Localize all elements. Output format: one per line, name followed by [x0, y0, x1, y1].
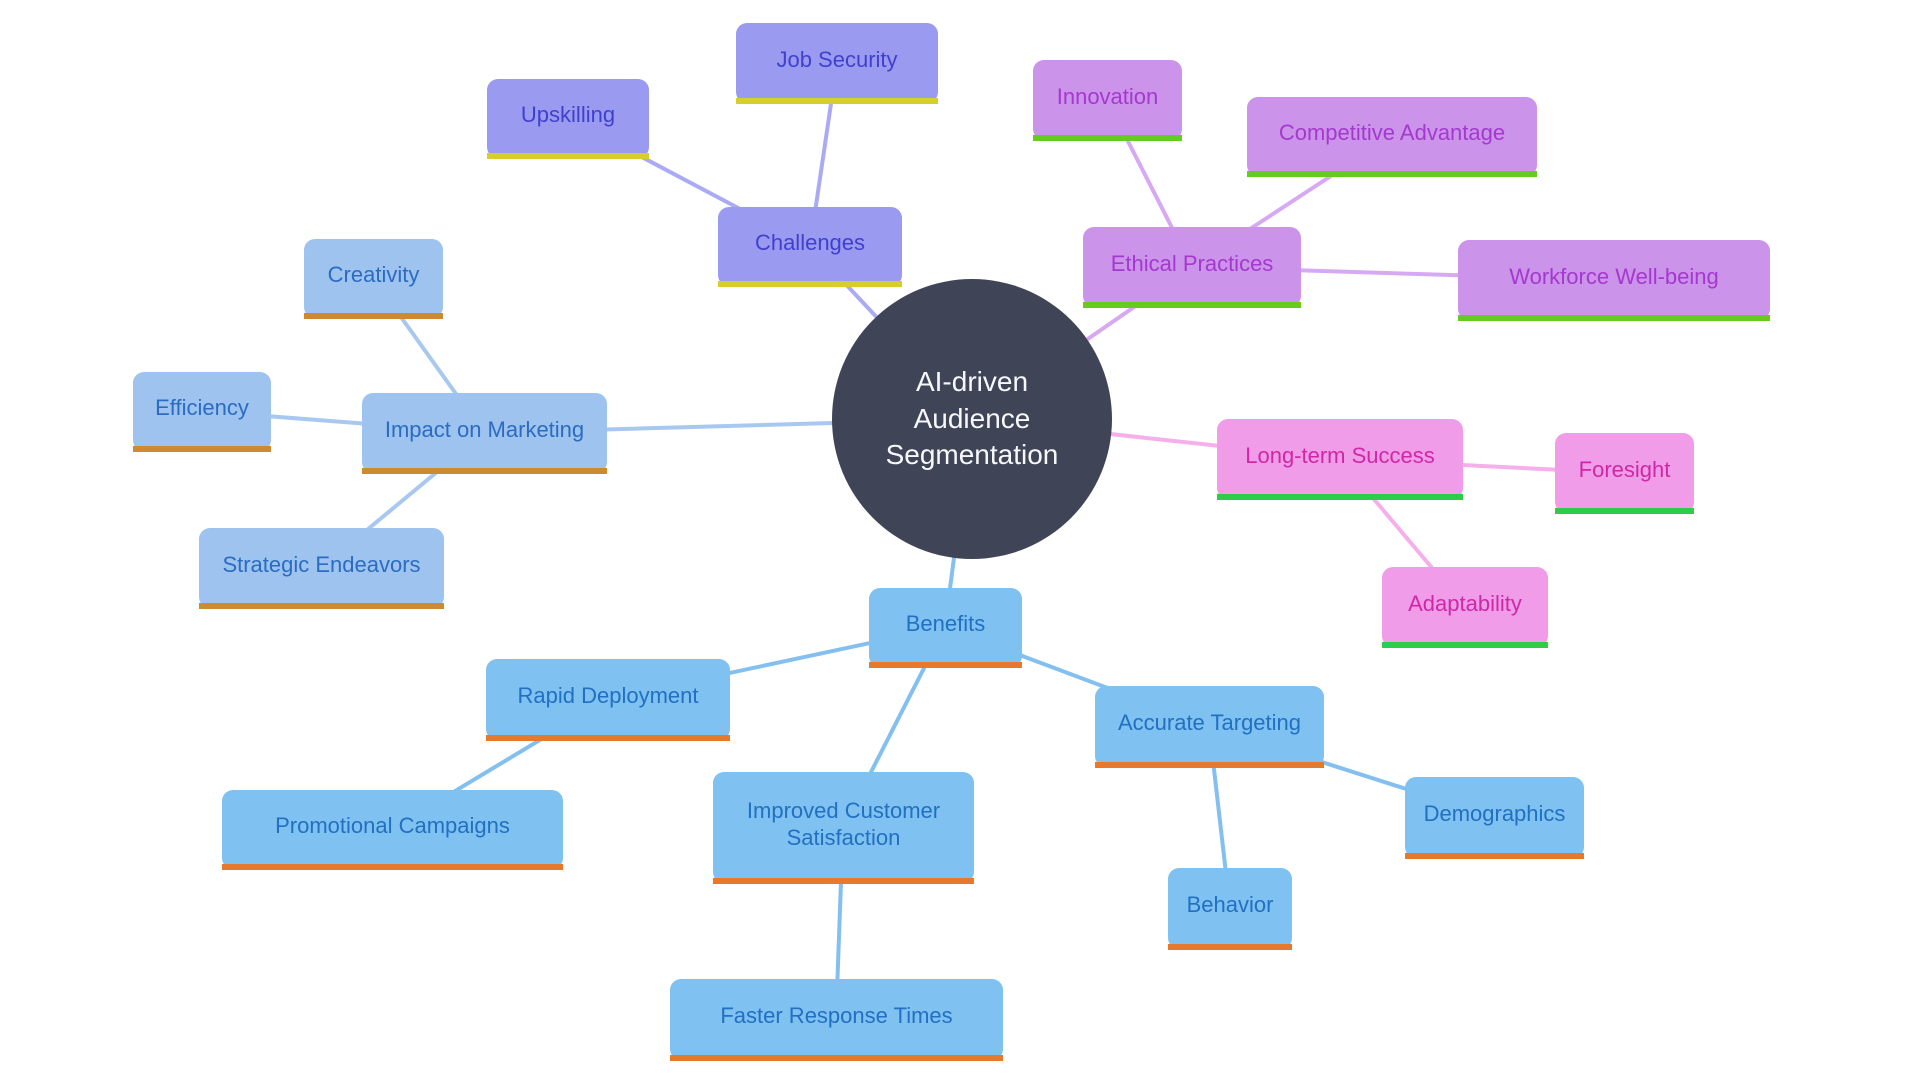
node-efficiency[interactable]: Efficiency — [133, 372, 271, 452]
node-label: Innovation — [1056, 83, 1159, 109]
node-strategic-endeavors[interactable]: Strategic Endeavors — [199, 528, 444, 609]
node-label: Long-term Success — [1245, 442, 1435, 468]
node-creativity[interactable]: Creativity — [304, 239, 443, 319]
node-foresight[interactable]: Foresight — [1555, 433, 1694, 514]
node-label: Workforce Well-being — [1509, 263, 1719, 289]
node-ethical-practices[interactable]: Ethical Practices — [1083, 227, 1301, 308]
node-upskilling[interactable]: Upskilling — [487, 79, 649, 159]
node-label: Foresight — [1578, 456, 1671, 482]
node-label: Impact on Marketing — [384, 416, 585, 442]
node-label: Faster Response Times — [720, 1003, 953, 1029]
node-label: Ethical Practices — [1110, 250, 1274, 276]
node-label: Promotional Campaigns — [275, 813, 510, 839]
node-rapid-deployment[interactable]: Rapid Deployment — [486, 659, 730, 741]
node-competitive-advantage[interactable]: Competitive Advantage — [1247, 97, 1537, 177]
node-label: Upskilling — [520, 102, 616, 128]
node-long-term-success[interactable]: Long-term Success — [1217, 419, 1463, 500]
node-improved-customer-satisfaction[interactable]: Improved Customer Satisfaction — [713, 772, 974, 884]
node-label: Efficiency — [155, 395, 249, 421]
node-label: Competitive Advantage — [1278, 120, 1506, 146]
node-innovation[interactable]: Innovation — [1033, 60, 1182, 141]
central-topic-label: AI-driven Audience Segmentation — [885, 366, 1059, 471]
node-faster-response-times[interactable]: Faster Response Times — [670, 979, 1003, 1061]
node-label: Creativity — [327, 262, 420, 288]
node-label: Benefits — [905, 611, 986, 637]
node-promotional-campaigns[interactable]: Promotional Campaigns — [222, 790, 563, 870]
node-accurate-targeting[interactable]: Accurate Targeting — [1095, 686, 1324, 768]
node-benefits[interactable]: Benefits — [869, 588, 1022, 668]
node-label: Behavior — [1186, 892, 1274, 918]
node-impact-on-marketing[interactable]: Impact on Marketing — [362, 393, 607, 474]
node-label: Strategic Endeavors — [222, 551, 421, 577]
node-job-security[interactable]: Job Security — [736, 23, 938, 104]
node-central-topic[interactable]: AI-driven Audience Segmentation — [832, 279, 1112, 559]
node-label: Improved Customer Satisfaction — [746, 798, 941, 850]
node-challenges[interactable]: Challenges — [718, 207, 902, 287]
node-label: Demographics — [1423, 801, 1566, 827]
node-adaptability[interactable]: Adaptability — [1382, 567, 1548, 648]
node-label: Challenges — [754, 230, 866, 256]
node-label: Rapid Deployment — [517, 683, 699, 709]
node-label: Job Security — [776, 46, 898, 72]
node-workforce-well-being[interactable]: Workforce Well-being — [1458, 240, 1770, 321]
node-demographics[interactable]: Demographics — [1405, 777, 1584, 859]
node-label: Accurate Targeting — [1117, 710, 1302, 736]
node-label: Adaptability — [1408, 590, 1522, 616]
node-behavior[interactable]: Behavior — [1168, 868, 1292, 950]
